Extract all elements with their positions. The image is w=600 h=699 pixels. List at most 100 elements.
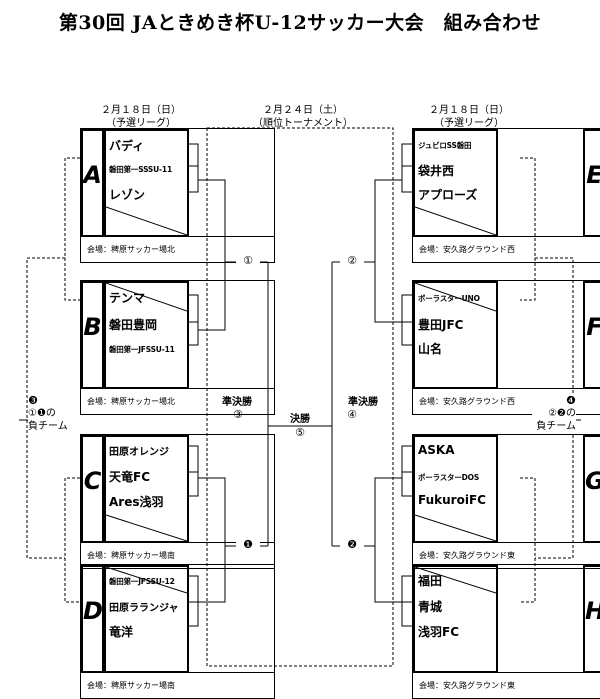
group-h: 福田 青城 浅羽FC H 会場：安久路グラウンド東 (412, 564, 600, 699)
group-f-letter: F (585, 313, 600, 341)
conn-g-out (374, 477, 402, 546)
left-header-date: ２月１８日（日） (101, 105, 181, 116)
group-d: D 磐田第一JFSSU-12 田原ラランジャ 竜洋 会場：稗原サッカー場南 (80, 564, 275, 699)
conn-a-out (198, 179, 226, 262)
group-d-teams: 磐田第一JFSSU-12 田原ラランジャ 竜洋 (104, 565, 189, 673)
side-right-num: ❹ (566, 394, 576, 407)
side-left-line2: 負チーム (28, 421, 68, 432)
right-header-date: ２月１８日（日） (429, 105, 509, 116)
team: バディ (109, 139, 145, 153)
team: 袋井西 (418, 164, 455, 178)
conn-e-out (374, 179, 402, 262)
group-f-letter-box: F (583, 281, 600, 389)
team: 青城 (418, 600, 443, 614)
group-g-teams: ASKA ポーラスターDOS FukuroiFC (413, 435, 498, 543)
left-dash-ab (64, 157, 80, 301)
group-h-letter-box: H (583, 565, 600, 673)
team: 天竜FC (109, 470, 151, 484)
team: ポーラスターUNO (418, 294, 480, 303)
side-right-note: ❹ ②❷の 負チーム (532, 394, 576, 433)
match-1-label: ① (236, 254, 260, 267)
conn-f-out (374, 262, 402, 323)
group-c: C 田原オレンジ 天竜FC Ares浅羽 会場：稗原サッカー場南 (80, 434, 275, 569)
group-e-letter: E (585, 161, 600, 189)
team: FukuroiFC (418, 493, 486, 507)
group-c-letter-box: C (81, 435, 104, 543)
team: 磐田第一JFSSU-11 (109, 345, 175, 354)
right-dash-gh (520, 477, 536, 603)
team: 磐田第一JFSSU-12 (109, 577, 175, 586)
team: テンマ (109, 291, 146, 305)
group-d-letter: D (83, 597, 103, 625)
team: ASKA (418, 443, 455, 457)
conn-e1 (401, 143, 412, 193)
team: レゾン (109, 188, 146, 202)
conn-b-out (198, 262, 226, 331)
group-c-teams: 田原オレンジ 天竜FC Ares浅羽 (104, 435, 189, 543)
match-5-label: ⑤ (295, 426, 305, 439)
group-f-venue: 会場：安久路グラウンド西 (413, 388, 600, 414)
group-d-letter-box: D (81, 565, 104, 673)
group-b-letter: B (83, 313, 102, 341)
group-e-teams: ジュビロSS磐田 袋井西 アプローズ (413, 129, 498, 237)
side-right-line2: 負チーム (536, 421, 576, 432)
conn-h1 (401, 575, 412, 627)
group-g-venue: 会場：安久路グラウンド東 (413, 542, 600, 568)
side-left-line1: ①❶の (28, 408, 56, 419)
group-f: ポーラスターUNO 豊田JFC 山名 F 会場：安久路グラウンド西 (412, 280, 600, 415)
group-e-venue: 会場：安久路グラウンド西 (413, 236, 600, 262)
semi-right-label: 準決勝 (348, 397, 378, 408)
team: 磐田豊岡 (109, 318, 158, 332)
match-b2-label: ❷ (340, 538, 364, 551)
center-dashed-box (206, 127, 394, 667)
final-label: 決勝 (280, 410, 320, 425)
team: 磐田第一SSSU-11 (109, 165, 172, 174)
team: 豊田JFC (418, 318, 464, 332)
group-a: A バディ 磐田第一SSSU-11 レゾン 会場：稗原サッカー場北 (80, 128, 275, 263)
group-a-letter-box: A (81, 129, 104, 237)
center-header-date: ２月２４日（土） (263, 105, 343, 116)
group-b-teams: テンマ 磐田豊岡 磐田第一JFSSU-11 (104, 281, 189, 389)
group-c-letter: C (83, 467, 102, 495)
right-dash-ef (520, 157, 536, 301)
group-e-letter-box: E (583, 129, 600, 237)
side-left-note: ❸ ①❶の 負チーム (28, 394, 72, 433)
conn-d1 (188, 575, 199, 627)
group-h-venue: 会場：安久路グラウンド東 (413, 672, 600, 698)
group-e: ジュビロSS磐田 袋井西 アプローズ E 会場：安久路グラウンド西 (412, 128, 600, 263)
team: 浅羽FC (418, 625, 460, 639)
left-dash-cd (64, 477, 80, 603)
group-a-letter: A (83, 161, 102, 189)
match-4-label: ④ (347, 408, 357, 421)
right-header: ２月１８日（日） （予選リーグ） (408, 104, 530, 130)
match-3-label: ③ (233, 408, 243, 421)
center-header: ２月２４日（土） （順位トーナメント） (238, 104, 368, 130)
semi-left-label: 準決勝 (222, 397, 252, 408)
team: ジュビロSS磐田 (418, 141, 472, 150)
left-header-sub: （予選リーグ） (106, 118, 176, 129)
group-b: B テンマ 磐田豊岡 磐田第一JFSSU-11 会場：稗原サッカー場北 (80, 280, 275, 415)
group-g: ASKA ポーラスターDOS FukuroiFC G 会場：安久路グラウンド東 (412, 434, 600, 569)
team: ポーラスターDOS (418, 473, 480, 482)
group-a-teams: バディ 磐田第一SSSU-11 レゾン (104, 129, 189, 237)
team: 福田 (418, 574, 443, 588)
match-2-label: ② (340, 254, 364, 267)
team: 田原オレンジ (109, 447, 169, 458)
conn-f1 (401, 294, 412, 346)
match-b1-label: ❶ (236, 538, 260, 551)
group-b-letter-box: B (81, 281, 104, 389)
group-h-teams: 福田 青城 浅羽FC (413, 565, 498, 673)
center-header-sub: （順位トーナメント） (253, 118, 353, 129)
left-header: ２月１８日（日） （予選リーグ） (80, 104, 202, 130)
page-title: 第30回 JAときめき杯U-12サッカー大会 組み合わせ (58, 12, 542, 34)
group-g-letter-box: G (583, 435, 600, 543)
conn-b1 (188, 294, 199, 346)
group-b-venue: 会場：稗原サッカー場北 (81, 388, 274, 414)
group-g-letter: G (585, 467, 600, 495)
side-right-line1: ②❷の (548, 408, 576, 419)
conn-a1 (188, 143, 199, 193)
group-h-letter: H (585, 597, 600, 625)
conn-g1 (401, 445, 412, 497)
team: Ares浅羽 (109, 495, 164, 509)
